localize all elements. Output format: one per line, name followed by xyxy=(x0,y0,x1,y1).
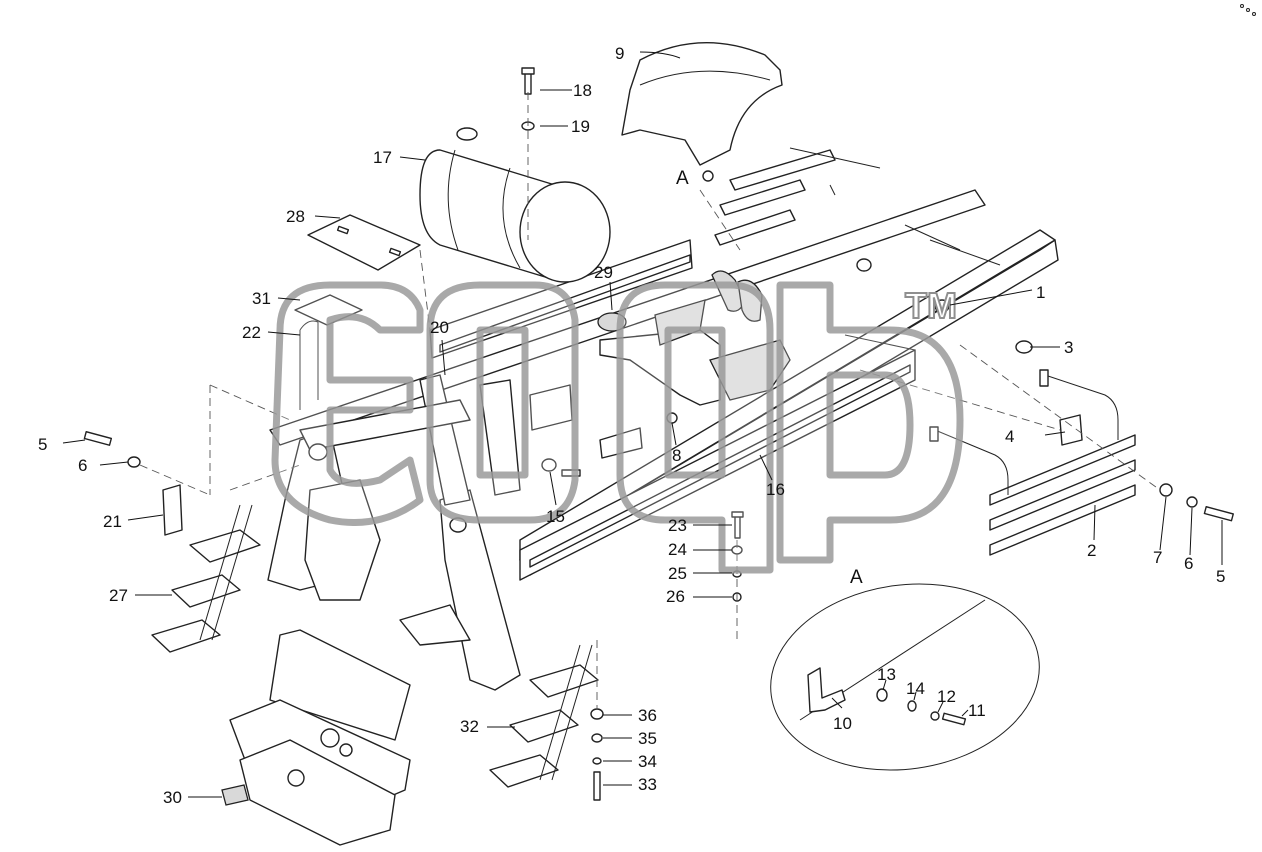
callout-30: 30 xyxy=(163,788,182,807)
battery-box xyxy=(221,629,411,846)
callout-12: 12 xyxy=(937,687,956,706)
callout-13: 13 xyxy=(877,665,896,684)
fender xyxy=(621,42,783,182)
callout-34: 34 xyxy=(638,752,657,771)
rear-rack-top xyxy=(714,147,881,246)
callout-19: 19 xyxy=(571,117,590,136)
callout-20: 20 xyxy=(430,318,449,337)
callout-2: 2 xyxy=(1087,541,1096,560)
callout-1: 1 xyxy=(1036,283,1045,302)
bracket-21 xyxy=(162,484,183,536)
callout-5-left: 5 xyxy=(38,435,47,454)
watermark-logo: ТМ xyxy=(271,281,964,574)
corner-marks xyxy=(1240,4,1256,16)
rear-bumper xyxy=(929,369,1136,556)
callout-26: 26 xyxy=(666,587,685,606)
callout-23: 23 xyxy=(668,516,687,535)
callout-25: 25 xyxy=(668,564,687,583)
callout-8: 8 xyxy=(672,446,681,465)
callout-labels: 1 2 3 4 5 6 7 8 9 10 11 12 13 14 15 16 1… xyxy=(38,44,1225,807)
callout-14: 14 xyxy=(906,679,925,698)
handrail-22 xyxy=(299,320,319,410)
bracket-4 xyxy=(1059,414,1083,446)
callout-6-right: 6 xyxy=(1184,554,1193,573)
callout-29: 29 xyxy=(594,263,613,282)
callout-6-left: 6 xyxy=(78,456,87,475)
watermark-tm: ТМ xyxy=(905,285,957,326)
callout-36: 36 xyxy=(638,706,657,725)
view-label-a-main: A xyxy=(676,168,689,189)
callout-22: 22 xyxy=(242,323,261,342)
callout-21: 21 xyxy=(103,512,122,531)
callout-32: 32 xyxy=(460,717,479,736)
callout-9: 9 xyxy=(615,44,624,63)
plate-28 xyxy=(307,214,421,271)
cross-members xyxy=(529,299,791,477)
leader-lines xyxy=(62,51,1223,798)
callout-16: 16 xyxy=(766,480,785,499)
callout-10: 10 xyxy=(833,714,852,733)
callout-31: 31 xyxy=(252,289,271,308)
steps-right xyxy=(489,644,599,788)
callout-3: 3 xyxy=(1064,338,1073,357)
callout-28: 28 xyxy=(286,207,305,226)
callout-17: 17 xyxy=(373,148,392,167)
callout-15: 15 xyxy=(546,507,565,526)
callout-18: 18 xyxy=(573,81,592,100)
view-label-a-detail: A xyxy=(850,567,863,588)
detail-view-a xyxy=(770,583,1040,771)
assembly-lines xyxy=(139,92,1161,710)
bracket-10 xyxy=(807,667,846,713)
callout-7: 7 xyxy=(1153,548,1162,567)
callout-24: 24 xyxy=(668,540,687,559)
callout-27: 27 xyxy=(109,586,128,605)
fuel-tank xyxy=(419,127,611,283)
callout-35: 35 xyxy=(638,729,657,748)
steps-left xyxy=(151,504,261,653)
plate-31 xyxy=(294,294,363,326)
callout-4: 4 xyxy=(1005,427,1014,446)
callout-33: 33 xyxy=(638,775,657,794)
callout-5-right: 5 xyxy=(1216,567,1225,586)
callout-11: 11 xyxy=(968,701,986,720)
